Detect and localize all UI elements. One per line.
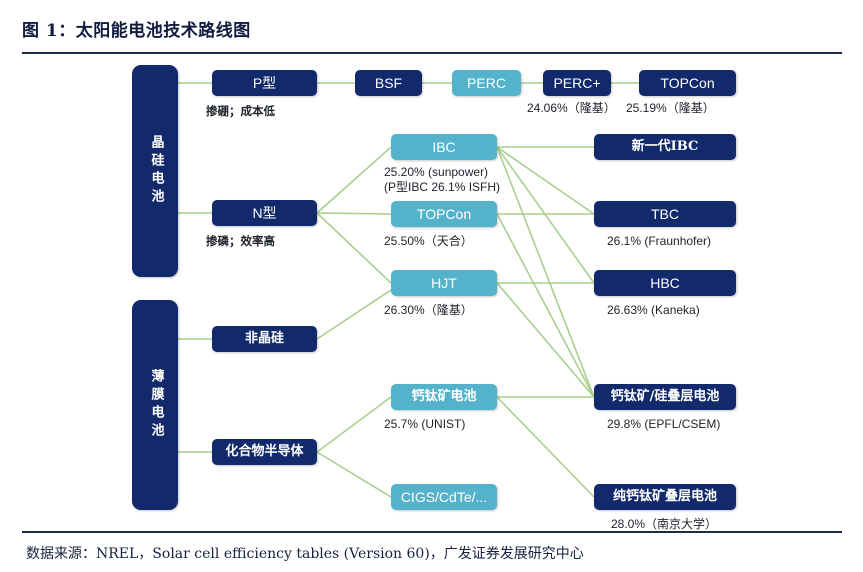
node-hjt-label: HJT (431, 274, 457, 291)
node-perovskite-cell[interactable]: 钙钛矿电池 (391, 384, 497, 410)
node-amorphous-silicon-label: 非晶硅 (244, 330, 284, 346)
annotation-hbc: 26.63% (Kaneka) (607, 303, 700, 317)
annotation-perc-plus: 24.06%（隆基） (527, 101, 616, 115)
annotation-topcon-n: 25.50%（天合） (384, 234, 473, 248)
annotation-pure-perovskite-tandem: 28.0%（南京大学） (611, 517, 718, 531)
node-n-type-label: N型 (252, 204, 277, 221)
node-compound-semiconductor-label: 化合物半导体 (225, 443, 304, 459)
node-bsf[interactable]: BSF (355, 70, 422, 96)
footer-divider (22, 531, 842, 533)
annotation-ibc-line1: 25.20% (sunpower) (384, 165, 489, 179)
node-hjt[interactable]: HJT (391, 270, 497, 296)
node-new-gen-ibc-label: 新一代IBC (631, 138, 699, 154)
spine-thin-film-label: 薄膜电池 (148, 369, 164, 441)
spine-crystalline-silicon[interactable]: 晶硅电池 (132, 65, 178, 277)
figure-title-text: 图 1：太阳能电池技术路线图 (22, 21, 251, 41)
spine-crystalline-silicon-label: 晶硅电池 (148, 135, 164, 207)
node-topcon-p[interactable]: TOPCon (639, 70, 736, 96)
node-perovskite-cell-label: 钙钛矿电池 (411, 388, 477, 404)
node-compound-semiconductor[interactable]: 化合物半导体 (212, 439, 317, 465)
annotation-perovskite-cell: 25.7% (UNIST) (384, 417, 466, 431)
node-perc-label: PERC (467, 74, 506, 91)
annotation-p-type: 掺硼；成本低 (206, 104, 275, 118)
annotation-hjt: 26.30%（隆基） (384, 303, 473, 317)
node-p-type-label: P型 (252, 74, 277, 91)
node-tbc[interactable]: TBC (594, 201, 736, 227)
node-ibc-label: IBC (432, 138, 456, 155)
node-p-type[interactable]: P型 (212, 70, 317, 96)
source-note: 数据来源：NREL，Solar cell efficiency tables (… (26, 546, 584, 562)
figure-title: 图 1：太阳能电池技术路线图 (22, 16, 842, 56)
node-perovskite-silicon-tandem[interactable]: 钙钛矿/硅叠层电池 (594, 384, 736, 410)
annotation-topcon-p: 25.19%（隆基） (626, 101, 715, 115)
node-topcon-p-label: TOPCon (660, 74, 715, 91)
node-perc-plus[interactable]: PERC+ (543, 70, 611, 96)
node-ibc[interactable]: IBC (391, 134, 497, 160)
annotation-ibc-line2: (P型IBC 26.1% ISFH) (384, 180, 501, 194)
node-n-type[interactable]: N型 (212, 200, 317, 226)
node-amorphous-silicon[interactable]: 非晶硅 (212, 326, 317, 352)
node-topcon-n[interactable]: TOPCon (391, 201, 497, 227)
node-pure-perovskite-tandem-label: 纯钙钛矿叠层电池 (612, 488, 717, 504)
annotation-perovskite-silicon-tandem: 29.8% (EPFL/CSEM) (607, 417, 721, 431)
node-perovskite-silicon-tandem-label: 钙钛矿/硅叠层电池 (610, 388, 720, 404)
node-hbc[interactable]: HBC (594, 270, 736, 296)
spine-thin-film[interactable]: 薄膜电池 (132, 300, 178, 510)
annotation-tbc: 26.1% (Fraunhofer) (607, 234, 712, 248)
node-new-gen-ibc[interactable]: 新一代IBC (594, 134, 736, 160)
header-divider (22, 52, 842, 54)
node-bsf-label: BSF (374, 74, 403, 91)
node-perc[interactable]: PERC (452, 70, 521, 96)
node-pure-perovskite-tandem[interactable]: 纯钙钛矿叠层电池 (594, 484, 736, 510)
node-cigs-cdte-label: CIGS/CdTe/... (400, 488, 488, 505)
node-cigs-cdte[interactable]: CIGS/CdTe/... (391, 484, 497, 510)
node-perc-plus-label: PERC+ (553, 74, 601, 91)
node-hbc-label: HBC (650, 274, 680, 291)
node-tbc-label: TBC (651, 205, 679, 222)
node-topcon-n-label: TOPCon (416, 205, 472, 222)
annotation-n-type: 掺磷；效率高 (206, 234, 275, 248)
